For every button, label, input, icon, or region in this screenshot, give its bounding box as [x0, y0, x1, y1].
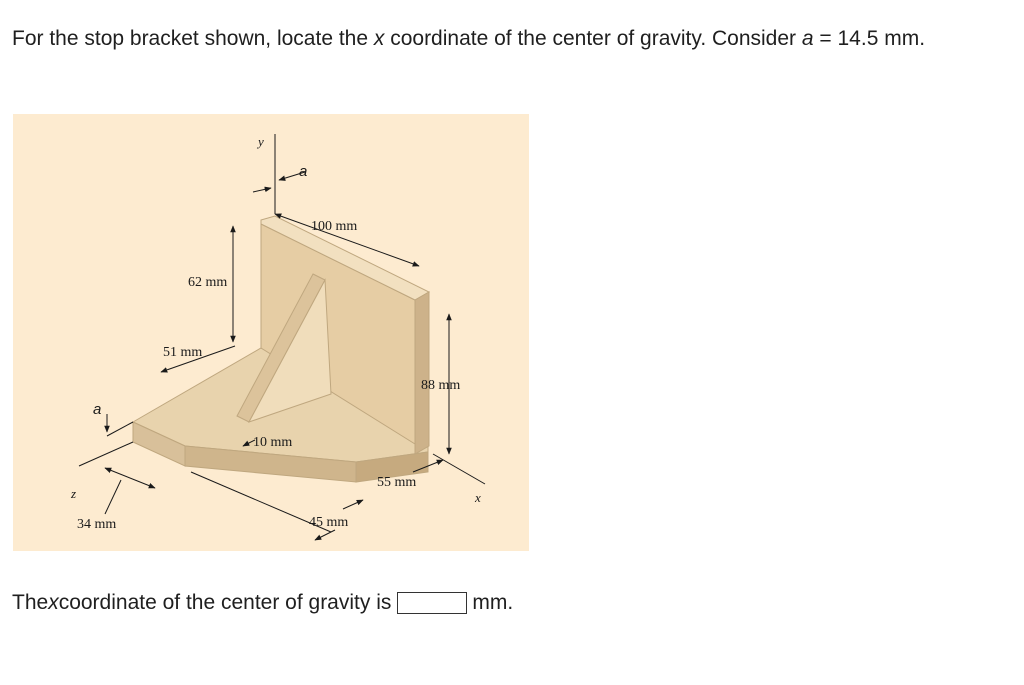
dim-55-label: 55 mm — [377, 475, 416, 490]
question-var-x: x — [373, 27, 385, 50]
var-a-top-label: a — [299, 163, 307, 180]
stop-bracket-drawing: y a 100 mm 62 mm 51 mm 88 mm 10 mm 55 mm… — [70, 134, 486, 541]
axis-x-label: x — [474, 490, 481, 505]
question-var-a: a — [801, 27, 814, 50]
question-part-3: = 14.5 mm. — [813, 27, 926, 50]
dim-34-label: 34 mm — [77, 517, 116, 532]
rib-side — [247, 278, 332, 423]
answer-text: coordinate of the center of gravity is — [58, 591, 392, 614]
dim-51-label: 51 mm — [163, 345, 202, 360]
axis-y-label: y — [256, 134, 264, 149]
answer-unit: mm. — [472, 591, 514, 614]
question-text: For the stop bracket shown, locate the x… — [12, 24, 1002, 54]
stop-bracket-figure: y a 100 mm 62 mm 51 mm 88 mm 10 mm 55 mm… — [13, 114, 529, 551]
answer-input[interactable] — [397, 592, 468, 614]
answer-var-x: x — [48, 591, 59, 614]
base-plate-side — [355, 451, 429, 483]
answer-line: The x coordinate of the center of gravit… — [12, 588, 513, 618]
dim-45-label: 45 mm — [309, 515, 348, 530]
var-a-left-label: a — [93, 401, 101, 418]
dim-88-label: 88 mm — [421, 378, 460, 393]
question-part-2: coordinate of the center of gravity. Con… — [384, 27, 802, 50]
dim-10-label: 10 mm — [253, 435, 292, 450]
dim-100-label: 100 mm — [311, 219, 357, 234]
answer-prefix: The — [12, 591, 49, 614]
vertical-wall-edge — [414, 291, 430, 455]
question-part-1: For the stop bracket shown, locate the — [12, 27, 374, 50]
axis-z-label: z — [70, 486, 76, 501]
dim-62-label: 62 mm — [188, 275, 227, 290]
